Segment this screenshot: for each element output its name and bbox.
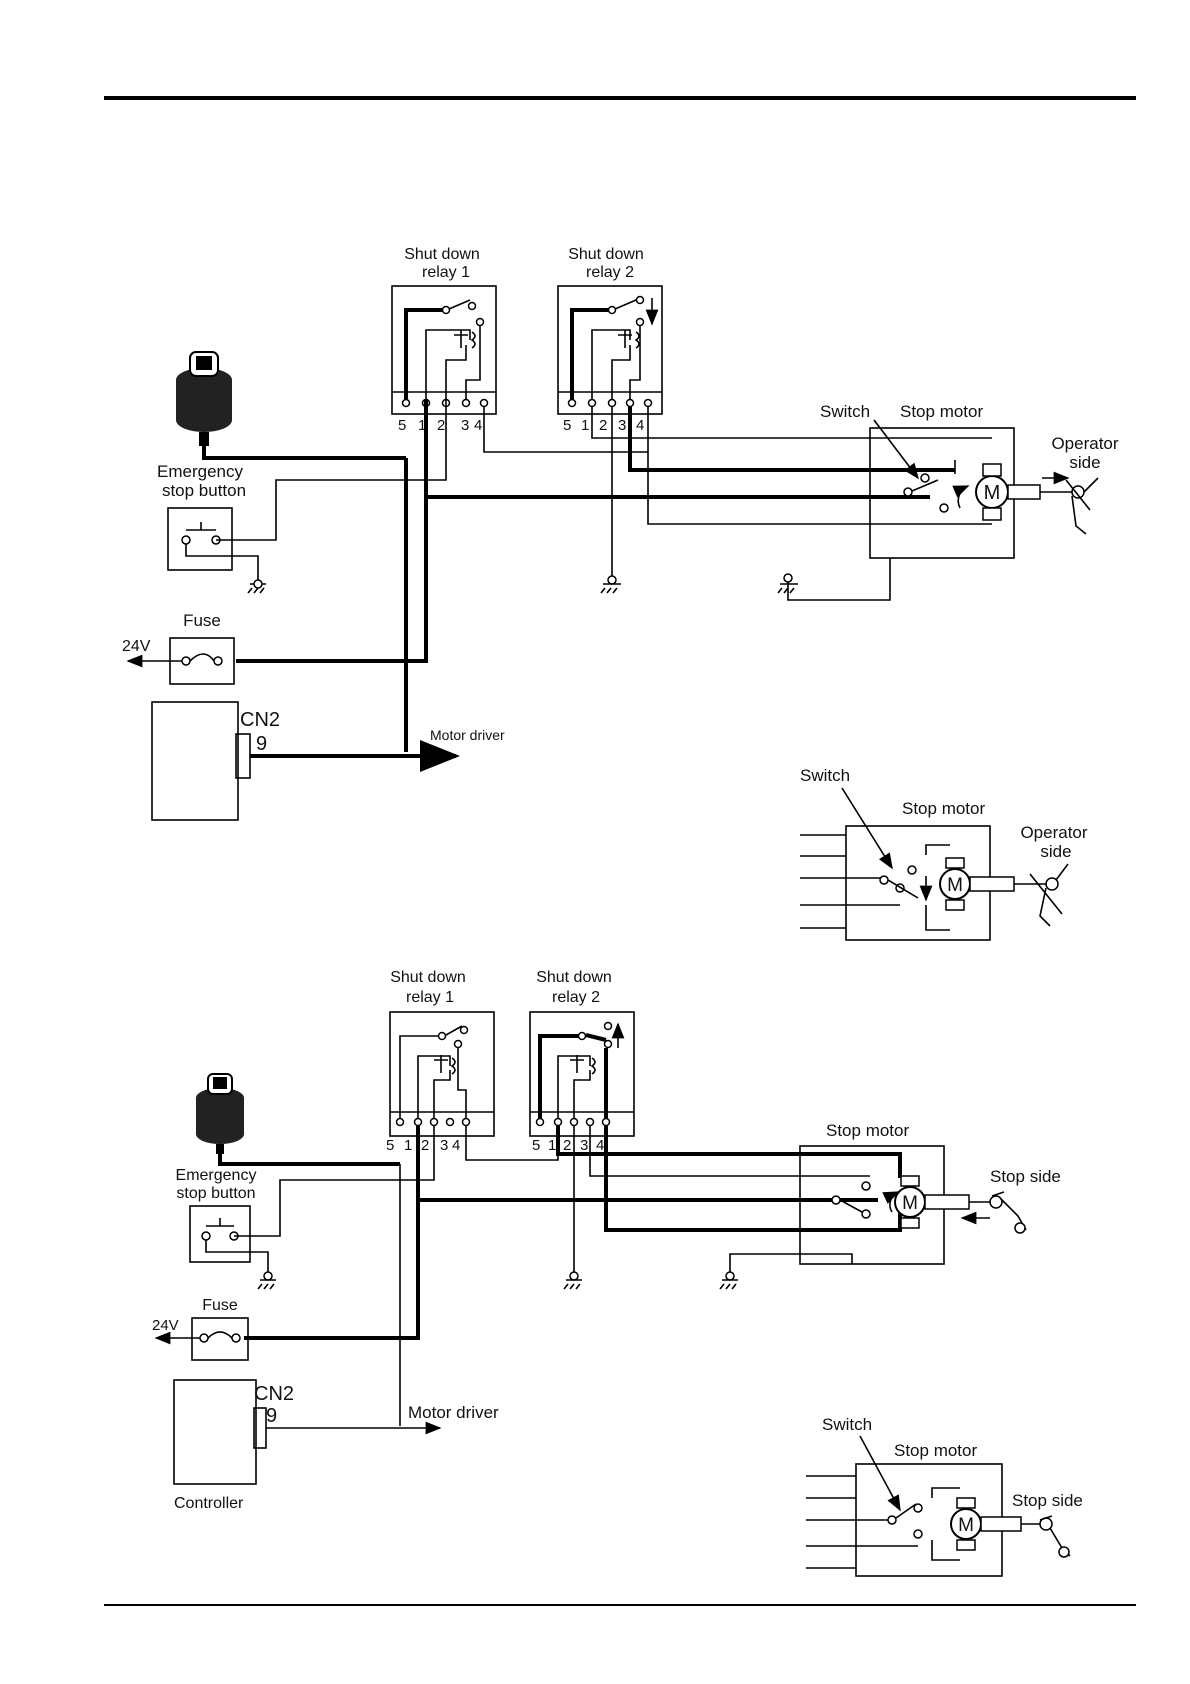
relay-1-terminal-numbers: 5 1 2 3 4	[398, 417, 482, 434]
inset-top-stop-motor-label: Stop motor	[902, 799, 985, 818]
fuse-b-label: Fuse	[202, 1297, 238, 1314]
relay-1b-terminal-1: 1	[404, 1137, 412, 1154]
inset-top-operator-line1: Operator	[1020, 823, 1087, 842]
relay-1-terminal-4: 4	[474, 417, 482, 434]
bottom-diagram: Shut down relay 1 5 1 2 3 4	[152, 969, 1061, 1512]
voltage-label: 24V	[122, 638, 151, 655]
stop-motor-top: Switch Stop motor M	[820, 402, 1070, 559]
motor-symbol: M	[984, 482, 1001, 504]
shutdown-relay-2-bottom: Shut down relay 2	[529, 969, 635, 1137]
footer-rule	[104, 1604, 1136, 1606]
shutdown-relay-1: Shut down relay 1	[391, 246, 497, 415]
relay-2b-label-line1: Shut down	[536, 969, 612, 986]
motor-b-symbol: M	[902, 1193, 918, 1214]
inset-top-operator-line2: side	[1040, 842, 1071, 861]
cn2-b-label: CN2	[254, 1383, 294, 1405]
relay-2-label-line2: relay 2	[586, 264, 634, 281]
controller-bottom: CN2 9 Motor driver Controller	[173, 1379, 499, 1512]
relay-2-terminal-4: 4	[636, 417, 644, 434]
relay-1-terminal-2: 2	[437, 417, 445, 434]
relay-1-terminal-1: 1	[418, 417, 426, 434]
stop-side-label: Stop side	[990, 1167, 1061, 1186]
relay-1b-terminal-5: 5	[386, 1137, 394, 1154]
relay-2b-terminal-5: 5	[532, 1137, 540, 1154]
relay-2-terminal-1: 1	[581, 417, 589, 434]
relay-1-terminal-5: 5	[398, 417, 406, 434]
cn2-label: CN2	[240, 709, 280, 731]
relay-2b-terminal-numbers: 5 1 2 3 4	[532, 1137, 604, 1154]
relay-1b-label-line2: relay 1	[406, 989, 454, 1006]
key-switch-icon-bottom	[196, 1073, 244, 1154]
stop-motor-b-label: Stop motor	[826, 1121, 909, 1140]
relay-1b-terminal-3: 3	[440, 1137, 448, 1154]
relay-2-terminal-3: 3	[618, 417, 626, 434]
relay-2b-terminal-4: 4	[596, 1137, 604, 1154]
emergency-label-line1: Emergency	[157, 462, 243, 481]
stop-motor-bottom: Stop motor M	[799, 1121, 990, 1265]
inset-top-switch-label: Switch	[800, 766, 850, 785]
relay-2-terminal-2: 2	[599, 417, 607, 434]
operator-side-line1: Operator	[1051, 434, 1118, 453]
operator-lever-icon	[1040, 477, 1099, 535]
relay-2b-terminal-3: 3	[580, 1137, 588, 1154]
operator-side-line2: side	[1069, 453, 1100, 472]
controller-top: CN2 9 Motor driver	[151, 701, 505, 821]
fuse-top: Fuse 24V	[122, 611, 235, 685]
emergency-stop-button-bottom: Emergency stop button	[176, 1126, 435, 1290]
inset-b-stop-side-label: Stop side	[1012, 1491, 1083, 1510]
voltage-b-label: 24V	[152, 1317, 179, 1334]
emergency-b-label-line2: stop button	[176, 1185, 255, 1202]
stop-motor-label: Stop motor	[900, 402, 983, 421]
cn2-pin: 9	[256, 733, 267, 755]
relay-2-label-line1: Shut down	[568, 246, 644, 263]
key-switch-icon	[176, 351, 232, 446]
controller-label: Controller	[174, 1495, 244, 1512]
shutdown-relay-1-bottom: Shut down relay 1	[389, 969, 495, 1137]
relay-1-label-line2: relay 1	[422, 264, 470, 281]
relay-1-terminal-3: 3	[461, 417, 469, 434]
relay-1-label-line1: Shut down	[404, 246, 480, 263]
emergency-stop-button: Emergency stop button	[157, 399, 447, 594]
relay-2-terminal-5: 5	[563, 417, 571, 434]
relay-2b-label-line2: relay 2	[552, 989, 600, 1006]
bottom-inset: Switch Stop motor Stop side M	[806, 1415, 1083, 1577]
inset-b-stop-motor-label: Stop motor	[894, 1441, 977, 1460]
relay-1b-label-line1: Shut down	[390, 969, 466, 986]
relay-1b-terminal-2: 2	[421, 1137, 429, 1154]
relay-2b-terminal-1: 1	[548, 1137, 556, 1154]
switch-label: Switch	[820, 402, 870, 421]
inset-top-motor-symbol: M	[947, 875, 963, 896]
top-diagram: Shut down relay 1 5 1 2 3 4	[122, 246, 1119, 821]
motor-driver-label: Motor driver	[430, 727, 505, 743]
relay-2b-terminal-2: 2	[563, 1137, 571, 1154]
shutdown-relay-2: Shut down relay 2	[557, 246, 663, 415]
stop-side-lever-icon	[969, 1191, 1027, 1234]
fuse-bottom: Fuse 24V	[152, 1297, 249, 1361]
inset-b-switch-label: Switch	[822, 1415, 872, 1434]
motor-driver-b-label: Motor driver	[408, 1403, 499, 1422]
relay-2-terminal-numbers: 5 1 2 3 4	[563, 417, 644, 434]
emergency-label-line2: stop button	[162, 481, 246, 500]
cn2-b-pin: 9	[266, 1405, 277, 1427]
fuse-label: Fuse	[183, 611, 221, 630]
header-rule	[104, 96, 1136, 100]
relay-1b-terminal-numbers: 5 1 2 3 4	[386, 1137, 460, 1154]
inset-b-motor-symbol: M	[958, 1515, 974, 1536]
relay-1b-terminal-4: 4	[452, 1137, 460, 1154]
emergency-b-label-line1: Emergency	[176, 1167, 257, 1184]
top-inset: Switch Stop motor Operator side M	[800, 766, 1088, 941]
